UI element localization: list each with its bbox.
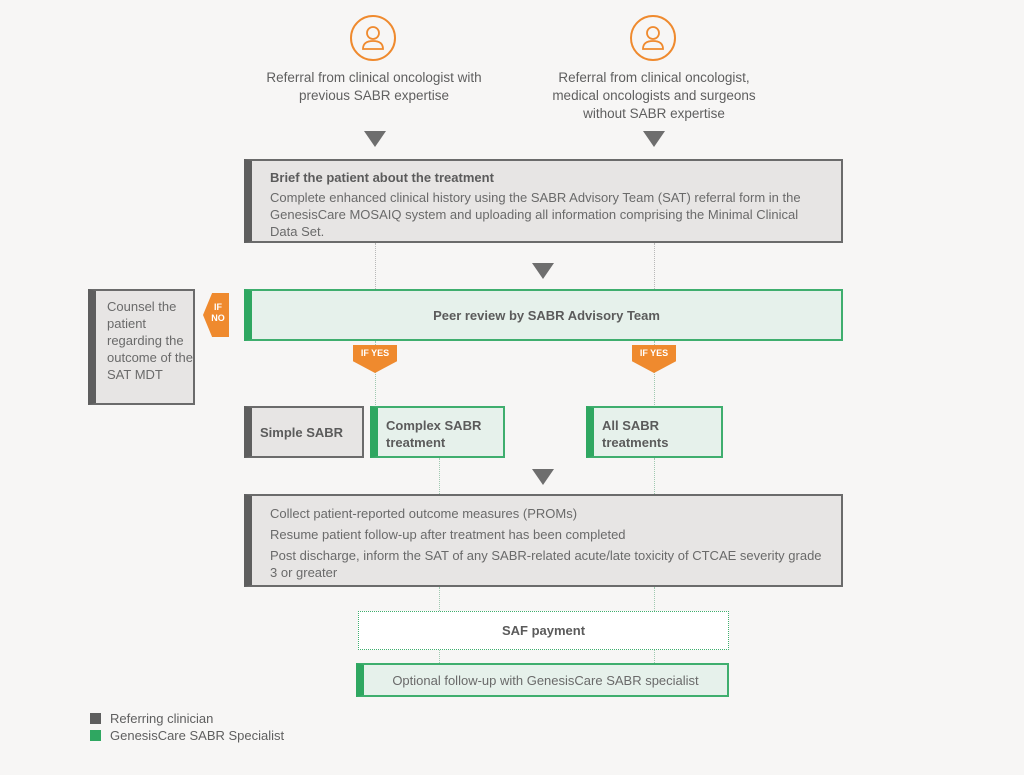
counsel-box: Counsel the patient regarding the outcom… (88, 289, 195, 405)
connector-line (654, 243, 655, 289)
connector-line (654, 341, 655, 407)
legend-item-referring: Referring clinician (90, 711, 213, 726)
counsel-text: Counsel the patient regarding the outcom… (107, 299, 193, 382)
legend-swatch-grey (90, 713, 101, 724)
connector-line (654, 650, 655, 663)
if-no-badge: IF NO (203, 293, 229, 337)
legend-label: GenesisCare SABR Specialist (110, 728, 285, 743)
legend-label: Referring clinician (110, 711, 214, 726)
referral-left-text: Referral from clinical oncologist with p… (266, 70, 482, 103)
simple-sabr-box: Simple SABR (244, 406, 364, 458)
optional-followup-box: Optional follow-up with GenesisCare SABR… (356, 663, 729, 697)
saf-payment-box: SAF payment (358, 611, 729, 650)
brief-body: Complete enhanced clinical history using… (270, 190, 801, 239)
arrow-down-icon (643, 131, 665, 147)
connector-line (375, 341, 376, 407)
if-yes-label: IF YES (639, 348, 669, 358)
connector-line (375, 243, 376, 289)
if-yes-label: IF YES (360, 348, 390, 358)
connector-line (654, 587, 655, 611)
complex-sabr-label: Complex SABR treatment (386, 418, 482, 450)
proms-box: Collect patient-reported outcome measure… (244, 494, 843, 587)
peer-review-box: Peer review by SABR Advisory Team (244, 289, 843, 341)
connector-line (439, 458, 440, 494)
optional-followup-label: Optional follow-up with GenesisCare SABR… (392, 672, 699, 688)
if-no-line2: NO (211, 313, 225, 323)
if-no-line1: IF (214, 302, 222, 312)
if-yes-badge-right: IF YES (632, 345, 676, 373)
simple-sabr-label: Simple SABR (260, 424, 344, 440)
brief-patient-box: Brief the patient about the treatment Co… (244, 159, 843, 243)
connector-line (439, 650, 440, 663)
all-sabr-box: All SABR treatments (586, 406, 723, 458)
brief-title: Brief the patient about the treatment (270, 170, 494, 185)
saf-payment-label: SAF payment (501, 623, 586, 638)
connector-line (439, 587, 440, 611)
referral-right-text: Referral from clinical oncologist, medic… (552, 70, 756, 121)
person-icon-right (630, 15, 676, 61)
arrow-down-icon (364, 131, 386, 147)
person-icon-glyph (362, 26, 384, 50)
person-icon-glyph (642, 26, 664, 50)
arrow-down-icon (532, 263, 554, 279)
arrow-down-icon (532, 469, 554, 485)
peer-review-label: Peer review by SABR Advisory Team (433, 307, 660, 323)
proms-line3: Post discharge, inform the SAT of any SA… (270, 548, 822, 580)
all-sabr-label: All SABR treatments (602, 418, 669, 450)
legend-swatch-green (90, 730, 101, 741)
proms-line1: Collect patient-reported outcome measure… (270, 506, 578, 521)
proms-line2: Resume patient follow-up after treatment… (270, 527, 626, 542)
if-yes-badge-left: IF YES (353, 345, 397, 373)
complex-sabr-box: Complex SABR treatment (370, 406, 505, 458)
legend-item-specialist: GenesisCare SABR Specialist (90, 728, 284, 743)
connector-line (654, 458, 655, 494)
person-icon-left (350, 15, 396, 61)
